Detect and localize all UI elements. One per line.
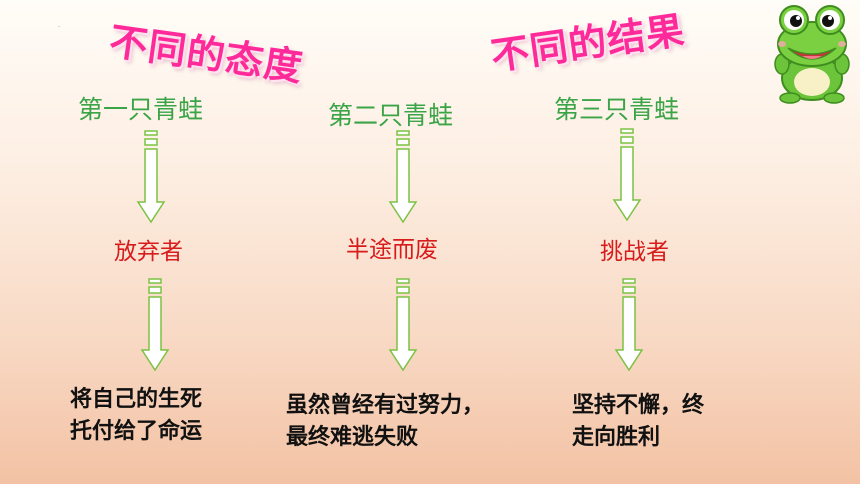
frog-2-result: 虽然曾经有过努力， 最终难逃失败	[286, 390, 484, 454]
title-attitude: 不同的态度	[106, 18, 306, 90]
frog-2-name: 第二只青蛙	[328, 101, 454, 130]
frog-3-result-line1: 坚持不懈，终	[572, 393, 705, 418]
down-arrow-icon	[388, 130, 418, 225]
frog-3-name: 第三只青蛙	[554, 95, 680, 124]
title-result: 不同的结果	[488, 7, 688, 79]
down-arrow-icon	[140, 278, 170, 373]
frog-3-role: 挑战者	[600, 239, 669, 265]
frog-2-result-line1: 虽然曾经有过努力，	[286, 393, 485, 418]
frog-1-result-line2: 托付给了命运	[70, 419, 203, 444]
cartoon-frog-icon	[766, 0, 858, 104]
down-arrow-icon	[388, 278, 418, 373]
decorative-dot: .	[58, 22, 60, 29]
down-arrow-icon	[612, 128, 642, 223]
frog-1-name: 第一只青蛙	[78, 95, 204, 124]
frog-2-role: 半途而废	[346, 237, 438, 263]
frog-3-result: 坚持不懈，终 走向胜利	[572, 390, 704, 454]
frog-1-result-line1: 将自己的生死	[70, 387, 203, 412]
frog-2-result-line2: 最终难逃失败	[286, 425, 419, 450]
down-arrow-icon	[614, 278, 644, 373]
frog-3-result-line2: 走向胜利	[572, 425, 661, 450]
down-arrow-icon	[136, 130, 166, 225]
frog-1-result: 将自己的生死 托付给了命运	[70, 384, 202, 448]
frog-1-role: 放弃者	[114, 239, 183, 265]
